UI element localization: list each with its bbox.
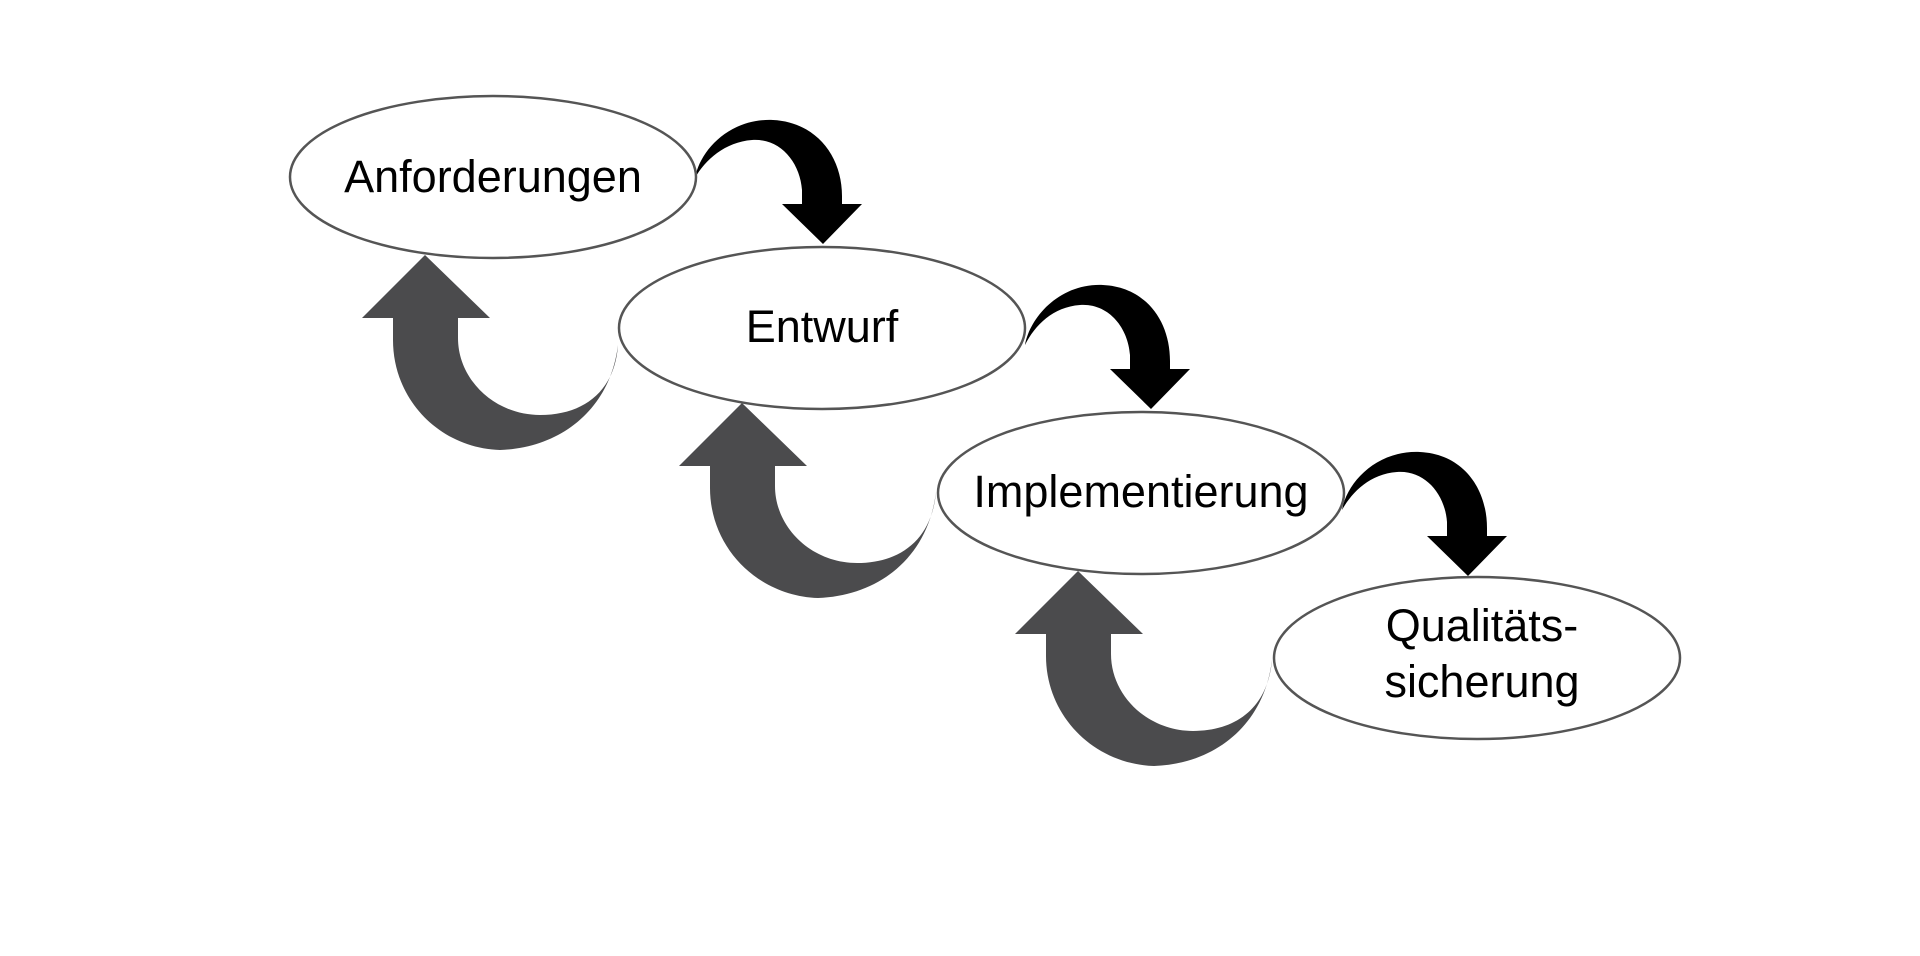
forward-arrow-3 bbox=[1342, 451, 1507, 576]
stage-label: Implementierung bbox=[973, 466, 1308, 517]
stage-ellipse bbox=[288, 94, 698, 260]
stage-anforderungen: Anforderungen bbox=[288, 94, 698, 260]
feedback-arrow-3 bbox=[1015, 571, 1272, 766]
stage-label-line-2: sicherung bbox=[1384, 656, 1579, 707]
feedback-arrows bbox=[362, 255, 1272, 766]
stage-implementierung: Implementierung bbox=[936, 410, 1346, 576]
feedback-arrow-1 bbox=[362, 255, 618, 450]
feedback-arrow-2 bbox=[679, 403, 936, 598]
stage-ellipse bbox=[617, 245, 1027, 411]
forward-arrows bbox=[695, 119, 1507, 576]
forward-arrow-2 bbox=[1025, 284, 1190, 409]
stage-label: Entwurf bbox=[746, 301, 899, 352]
stage-label: Anforderungen bbox=[344, 151, 642, 202]
stage-label-line-1: Qualitäts- bbox=[1386, 600, 1579, 651]
stage-entwurf: Entwurf bbox=[617, 245, 1027, 411]
stage-qualitaetssicherung: Qualitäts- sicherung bbox=[1272, 575, 1682, 741]
stage-ellipse bbox=[1272, 575, 1682, 741]
forward-arrow-1 bbox=[695, 119, 862, 244]
stage-ellipse bbox=[936, 410, 1346, 576]
